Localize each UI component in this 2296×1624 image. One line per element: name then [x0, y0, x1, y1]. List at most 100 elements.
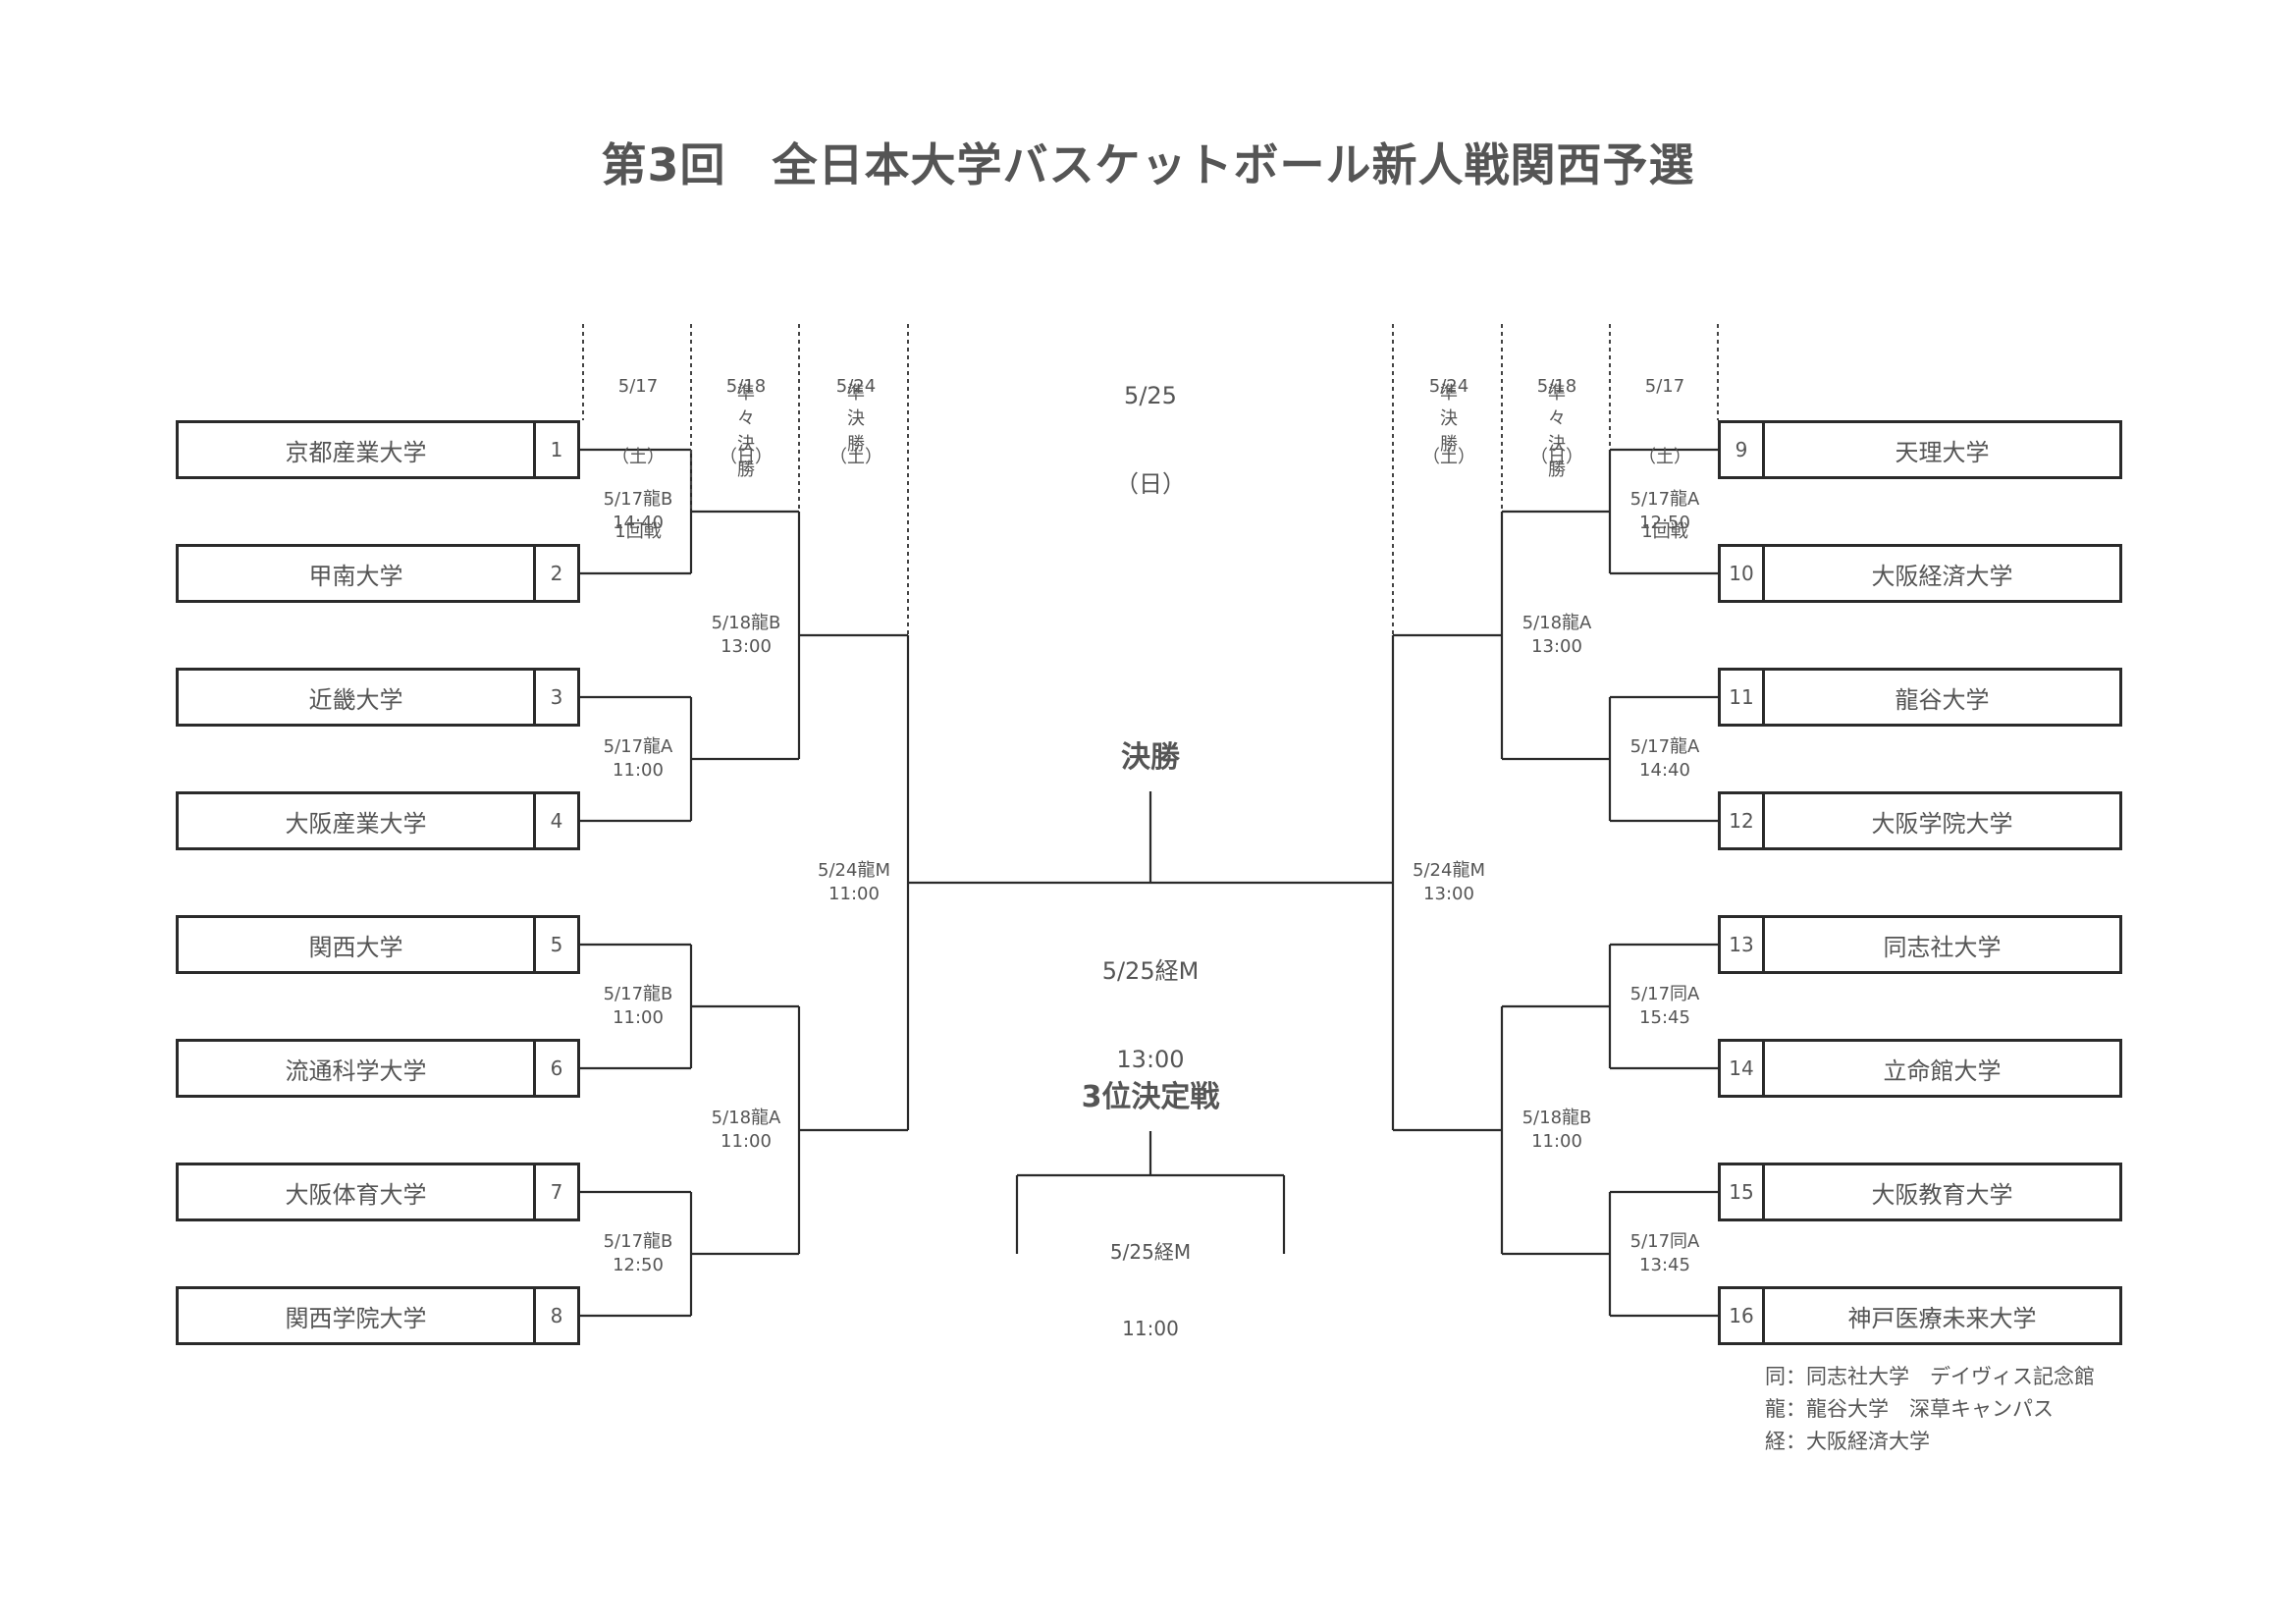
team-name: 大阪教育大学 — [1871, 1180, 2013, 1209]
qf-char: 決 — [1548, 434, 1566, 455]
right-sf-name: 準 決 勝 — [1434, 381, 1464, 458]
final-header: 5/25 （日） — [1115, 322, 1186, 558]
right-r1-game-label: 5/17同A 13:45 — [1630, 1230, 1700, 1277]
right-r1-game-label: 5/17龍A 14:40 — [1630, 735, 1700, 783]
game-venue: 5/18龍B — [711, 613, 781, 633]
game-time: 13:00 — [721, 636, 772, 657]
qf-date: 5/18 — [1536, 376, 1577, 397]
team-seed: 1 — [533, 423, 577, 476]
sf-char: 勝 — [1440, 434, 1458, 455]
left-qf-header: 5/18 （日） — [720, 328, 773, 516]
team-name: 神戸医療未来大学 — [1847, 1304, 2037, 1332]
legend-item: 龍：龍谷大学 深草キャンパス — [1765, 1397, 2054, 1421]
third-place-game-info: 5/25経M 11:00 — [1110, 1188, 1191, 1392]
left-sf-header: 5/24 （土） — [829, 328, 882, 516]
team-seed: 13 — [1721, 918, 1765, 971]
team-name: 立命館大学 — [1883, 1056, 2002, 1085]
team-name: 大阪体育大学 — [285, 1180, 427, 1209]
sf-char: 準 — [1440, 383, 1458, 404]
right-r1-header: 5/17 （土） 1回戦 — [1638, 328, 1691, 591]
final-game-info: 5/25経M 13:00 — [1102, 897, 1200, 1133]
right-sf-header: 5/24 （土） — [1422, 328, 1475, 516]
qf-date: 5/18 — [725, 376, 767, 397]
final-venue: 5/25経M — [1101, 957, 1200, 985]
third-place-venue: 5/25経M — [1109, 1240, 1192, 1264]
team-name: 天理大学 — [1895, 438, 1990, 466]
left-qf-game-label: 5/18龍B 13:00 — [712, 612, 781, 659]
game-time: 13:45 — [1639, 1255, 1690, 1275]
game-venue: 5/17龍A — [1629, 489, 1700, 510]
sf-day: （土） — [1422, 447, 1475, 467]
r1-date: 5/17 — [1644, 376, 1685, 397]
game-venue: 5/18龍A — [711, 1108, 781, 1128]
qf-char: 準 — [737, 383, 755, 404]
left-team-2: 甲南大学 2 — [176, 544, 580, 603]
team-name: 流通科学大学 — [285, 1056, 427, 1085]
team-seed: 11 — [1721, 671, 1765, 724]
legend-item: 同：同志社大学 デイヴィス記念館 — [1765, 1365, 2095, 1388]
right-qf-name: 準 々 決 勝 — [1542, 381, 1572, 483]
team-seed: 15 — [1721, 1165, 1765, 1218]
team-name: 京都産業大学 — [285, 438, 427, 466]
team-seed: 2 — [533, 547, 577, 600]
team-name: 近畿大学 — [308, 685, 403, 714]
game-time: 11:00 — [828, 884, 880, 904]
right-r1-game-label: 5/17龍A 12:50 — [1630, 488, 1700, 535]
r1-name: 1回戦 — [614, 521, 662, 542]
qf-day: （日） — [1530, 447, 1583, 467]
qf-char: 準 — [1548, 383, 1566, 404]
left-team-1: 京都産業大学 1 — [176, 420, 580, 479]
left-r1-game-label: 5/17龍B 12:50 — [604, 1230, 673, 1277]
right-qf-header: 5/18 （日） — [1530, 328, 1583, 516]
team-name: 関西学院大学 — [285, 1304, 427, 1332]
right-team-7: 15 大阪教育大学 — [1718, 1163, 2122, 1221]
sf-day: （土） — [829, 447, 882, 467]
qf-char: 勝 — [737, 460, 755, 480]
game-venue: 5/17龍A — [603, 736, 673, 757]
game-venue: 5/17龍B — [603, 489, 673, 510]
game-time: 12:50 — [613, 1255, 664, 1275]
sf-char: 決 — [847, 408, 865, 429]
game-venue: 5/17龍B — [603, 984, 673, 1004]
qf-char: 々 — [737, 408, 755, 429]
game-venue: 5/17龍A — [1629, 736, 1700, 757]
team-name: 甲南大学 — [308, 562, 403, 590]
game-venue: 5/17同A — [1629, 984, 1700, 1004]
game-time: 14:40 — [1639, 760, 1690, 781]
final-day: （日） — [1115, 470, 1186, 498]
sf-char: 準 — [847, 383, 865, 404]
sf-date: 5/24 — [1428, 376, 1469, 397]
game-time: 11:00 — [1531, 1131, 1582, 1152]
r1-day: （土） — [612, 447, 665, 467]
game-time: 13:00 — [1531, 636, 1582, 657]
team-seed: 5 — [533, 918, 577, 971]
team-seed: 7 — [533, 1165, 577, 1218]
r1-date: 5/17 — [617, 376, 659, 397]
game-venue: 5/24龍M — [1413, 860, 1485, 881]
game-time: 12:50 — [1639, 513, 1690, 533]
team-seed: 4 — [533, 794, 577, 847]
page-title: 第3回 全日本大学バスケットボール新人戦関西予選 — [601, 138, 1695, 191]
game-venue: 5/17同A — [1629, 1231, 1700, 1252]
team-name: 大阪学院大学 — [1871, 809, 2013, 838]
game-time: 11:00 — [721, 1131, 772, 1152]
team-seed: 9 — [1721, 423, 1765, 476]
left-qf-game-label: 5/18龍A 11:00 — [712, 1107, 781, 1154]
game-venue: 5/17龍B — [603, 1231, 673, 1252]
third-place-title: 3位決定戦 — [1081, 1080, 1220, 1114]
game-venue: 5/18龍A — [1522, 613, 1592, 633]
sf-char: 決 — [1440, 408, 1458, 429]
qf-day: （日） — [720, 447, 773, 467]
qf-char: 決 — [737, 434, 755, 455]
left-sf-name: 準 決 勝 — [841, 381, 871, 458]
right-team-1: 9 天理大学 — [1718, 420, 2122, 479]
